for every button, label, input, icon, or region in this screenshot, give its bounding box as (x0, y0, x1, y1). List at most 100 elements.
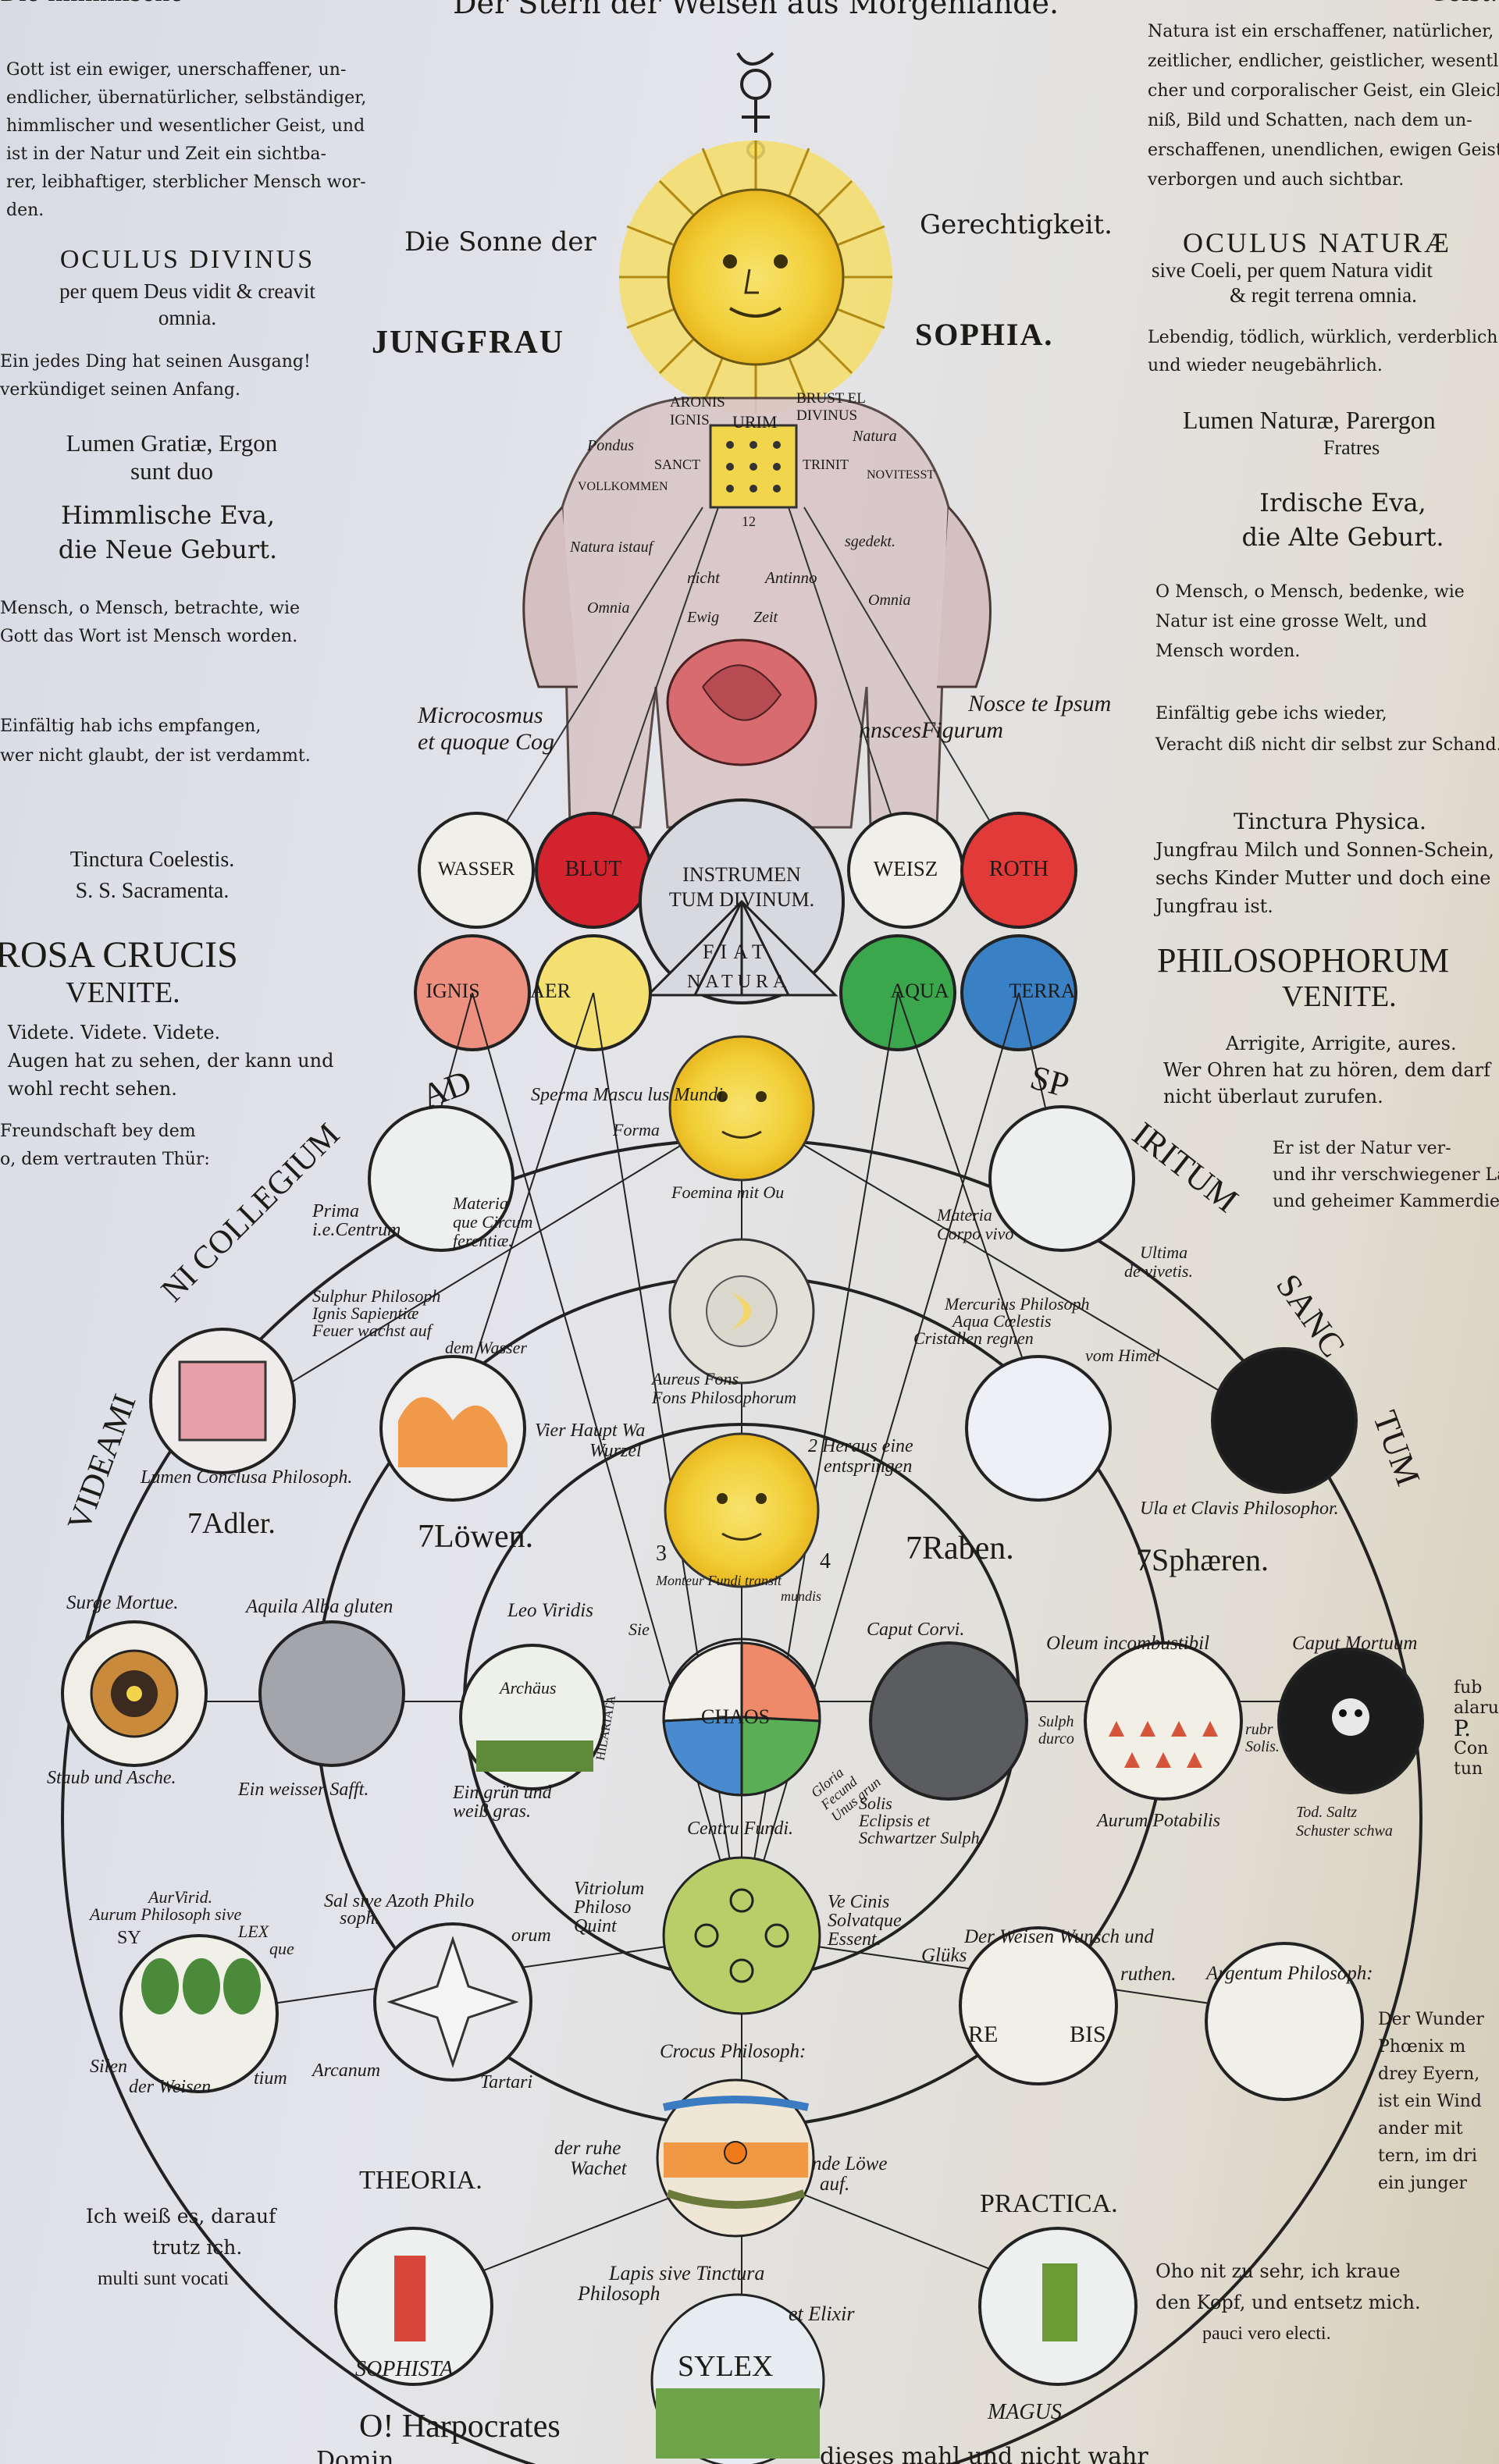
mercurius: Mercurius Philosoph Aqua Cœlestis Crista… (913, 1296, 1160, 1364)
figure-rays (475, 507, 1020, 871)
line: erschaffenen, unendlichen, ewigen Geist, (1148, 140, 1499, 160)
tium: tium (254, 2068, 287, 2089)
materia-right: Materia Corpo vivo Ultima de vivetis. (937, 1206, 1193, 1281)
jungfrau: JUNGFRAU (372, 325, 564, 361)
line: et Elixir (789, 2302, 855, 2325)
line: Veracht diß nicht dir selbst zur Schand. (1155, 735, 1499, 755)
sonne-der: Die Sonne der (404, 226, 596, 258)
line: de vivetis. (1124, 1261, 1193, 1281)
tod-saltz: Tod. Saltz Schuster schwa (1296, 1803, 1393, 1840)
philosophorum: PHILOSOPHORUM VENITE. (1157, 943, 1449, 1015)
centru-fundi: Centru Fundi. (687, 1819, 793, 1839)
line: nde Löwe (812, 2153, 888, 2174)
line: Solis (859, 1794, 892, 1813)
header-title: Der Stern der Weisen aus Morgenlande. (453, 0, 1059, 20)
caput-corvi: Caput Corvi. (867, 1620, 965, 1640)
sieben-sphaeren: 7Sphæren. (1136, 1542, 1269, 1577)
sieben-raben: 7Raben. (906, 1531, 1014, 1566)
moon-circle (668, 1238, 815, 1385)
line: ferentiæ. (453, 1231, 513, 1250)
line: i.e.Centrum (312, 1220, 401, 1240)
terra-label: TERRA (1009, 980, 1076, 1002)
materia-left: Materia que Circum ferentiæ. (453, 1194, 532, 1250)
body-word: DIVINUS (796, 407, 858, 424)
argentum-philosoph: Argentum Philosoph: (1206, 1963, 1373, 1984)
left-paragraph-3: Mensch, o Mensch, betrachte, wie Gott da… (0, 595, 300, 651)
line: Sulphur Philosoph (312, 1286, 441, 1306)
staub-asche: Staub und Asche. (47, 1768, 176, 1788)
line: Philosoph (578, 2282, 660, 2305)
line: zeitlicher, endlicher, geistlicher, wese… (1148, 52, 1499, 71)
line: Philoso (574, 1897, 632, 1918)
line: den. (6, 201, 45, 220)
line: Schuster schwa (1296, 1822, 1393, 1840)
line: Einfältig gebe ichs wieder, (1155, 704, 1387, 724)
line: tun (1454, 1759, 1483, 1779)
rebis-bis: BIS (1070, 2021, 1106, 2047)
silen-der-weisen: Silen der Weisen (90, 2057, 211, 2097)
oho-nit-zu-sehr: Oho nit zu sehr, ich kraue den Kopf, und… (1155, 2256, 1421, 2349)
line: Ein grün und (453, 1783, 552, 1803)
line: Silen (90, 2057, 127, 2077)
sieben-loewen: 7Löwen. (418, 1519, 534, 1555)
vitriolum-circle (662, 1856, 821, 2015)
line: Fratres (1323, 436, 1380, 459)
line: der ruhe (554, 2138, 621, 2159)
microcosmus: Microcosmus et quoque Cog (418, 702, 554, 756)
prima: Prima i.e.Centrum (312, 1202, 401, 1239)
line: Himmlische Eva, (60, 500, 276, 530)
body-word: Antinno (765, 568, 817, 587)
line: Videte. Videte. Videte. (8, 1022, 221, 1044)
line: tern, im dri (1378, 2146, 1478, 2166)
line: dem Wasser (445, 1338, 527, 1357)
line: himmlischer und wesentlicher Geist, und (6, 116, 365, 136)
line: ein junger (1378, 2174, 1467, 2193)
line: sunt duo (130, 457, 213, 485)
lumen-gratiae: Lumen Gratiæ, Ergon sunt duo (66, 429, 278, 485)
sun-of-justice (619, 140, 892, 414)
line: Tinctura Coelestis. (69, 848, 235, 872)
line: soph. (340, 1908, 380, 1929)
sal-sive-azoth: Sal sive Azoth Philo soph. orum (324, 1892, 551, 1945)
line: Ignis Sapientiæ (312, 1303, 419, 1323)
solis-eclipsis: Solis Eclipsis et Schwartzer Sulph. (859, 1795, 984, 1847)
line: Oho nit zu sehr, ich kraue (1155, 2260, 1401, 2282)
line: Essent. (828, 1929, 881, 1950)
right-paragraph-3: O Mensch, o Mensch, bedenke, wie Natur i… (1155, 578, 1465, 667)
der-weisen-wunsch: Der Weisen Wunsch und Glüks ruthen. (921, 1927, 1177, 1984)
line: Aurum Philosoph sive (90, 1904, 242, 1924)
line: Corpo vivo (937, 1224, 1014, 1243)
body-word: Natura istauf (570, 539, 653, 556)
line: que (269, 1939, 294, 1958)
line: der Weisen (129, 2077, 212, 2097)
line: Irdische Eva, (1259, 488, 1426, 517)
body-word: Zeit (753, 609, 778, 626)
line: Prima (312, 1201, 359, 1221)
lower-sun (664, 1432, 820, 1588)
line: P. (1454, 1716, 1472, 1741)
line: rer, leibhaftiger, sterblicher Mensch wo… (6, 172, 366, 192)
line: INSTRUMEN (682, 863, 801, 886)
sylex: SYLEX (678, 2350, 774, 2383)
lumen-naturae: Lumen Naturæ, Parergon Fratres (1183, 406, 1436, 462)
line: Materia (937, 1205, 992, 1225)
body-word: Omnia (868, 592, 911, 609)
vitriolum: Vitriolum Philoso Quint (574, 1879, 644, 1936)
line: Wurzel (589, 1441, 642, 1461)
line: Ve Cinis (828, 1892, 890, 1912)
sperma: Sperma Mascu lus Mundi. (531, 1085, 728, 1105)
line: verborgen und auch sichtbar. (1148, 170, 1405, 190)
aquila-alba: Aquila Alba gluten (246, 1596, 393, 1617)
ich-weiss-es: Ich weiß es, darauf trutz ich. multi sun… (86, 2201, 276, 2295)
instrumentum: INSTRUMEN TUM DIVINUM. (669, 862, 814, 912)
line: Lumen Gratiæ, Ergon (66, 429, 278, 457)
ignis-label: IGNIS (425, 980, 480, 1002)
line: PHILOSOPHORUM (1157, 941, 1450, 980)
practica: PRACTICA. (980, 2189, 1118, 2218)
line: fub (1454, 1678, 1483, 1698)
sie-label: Sie (628, 1620, 650, 1639)
line: Aqua Cœlestis (952, 1311, 1052, 1331)
line: Wachet (570, 2158, 627, 2179)
line: o, dem vertrauten Thür: (0, 1150, 210, 1169)
vier-haupt: Vier Haupt Wa Wurzel (535, 1420, 645, 1461)
